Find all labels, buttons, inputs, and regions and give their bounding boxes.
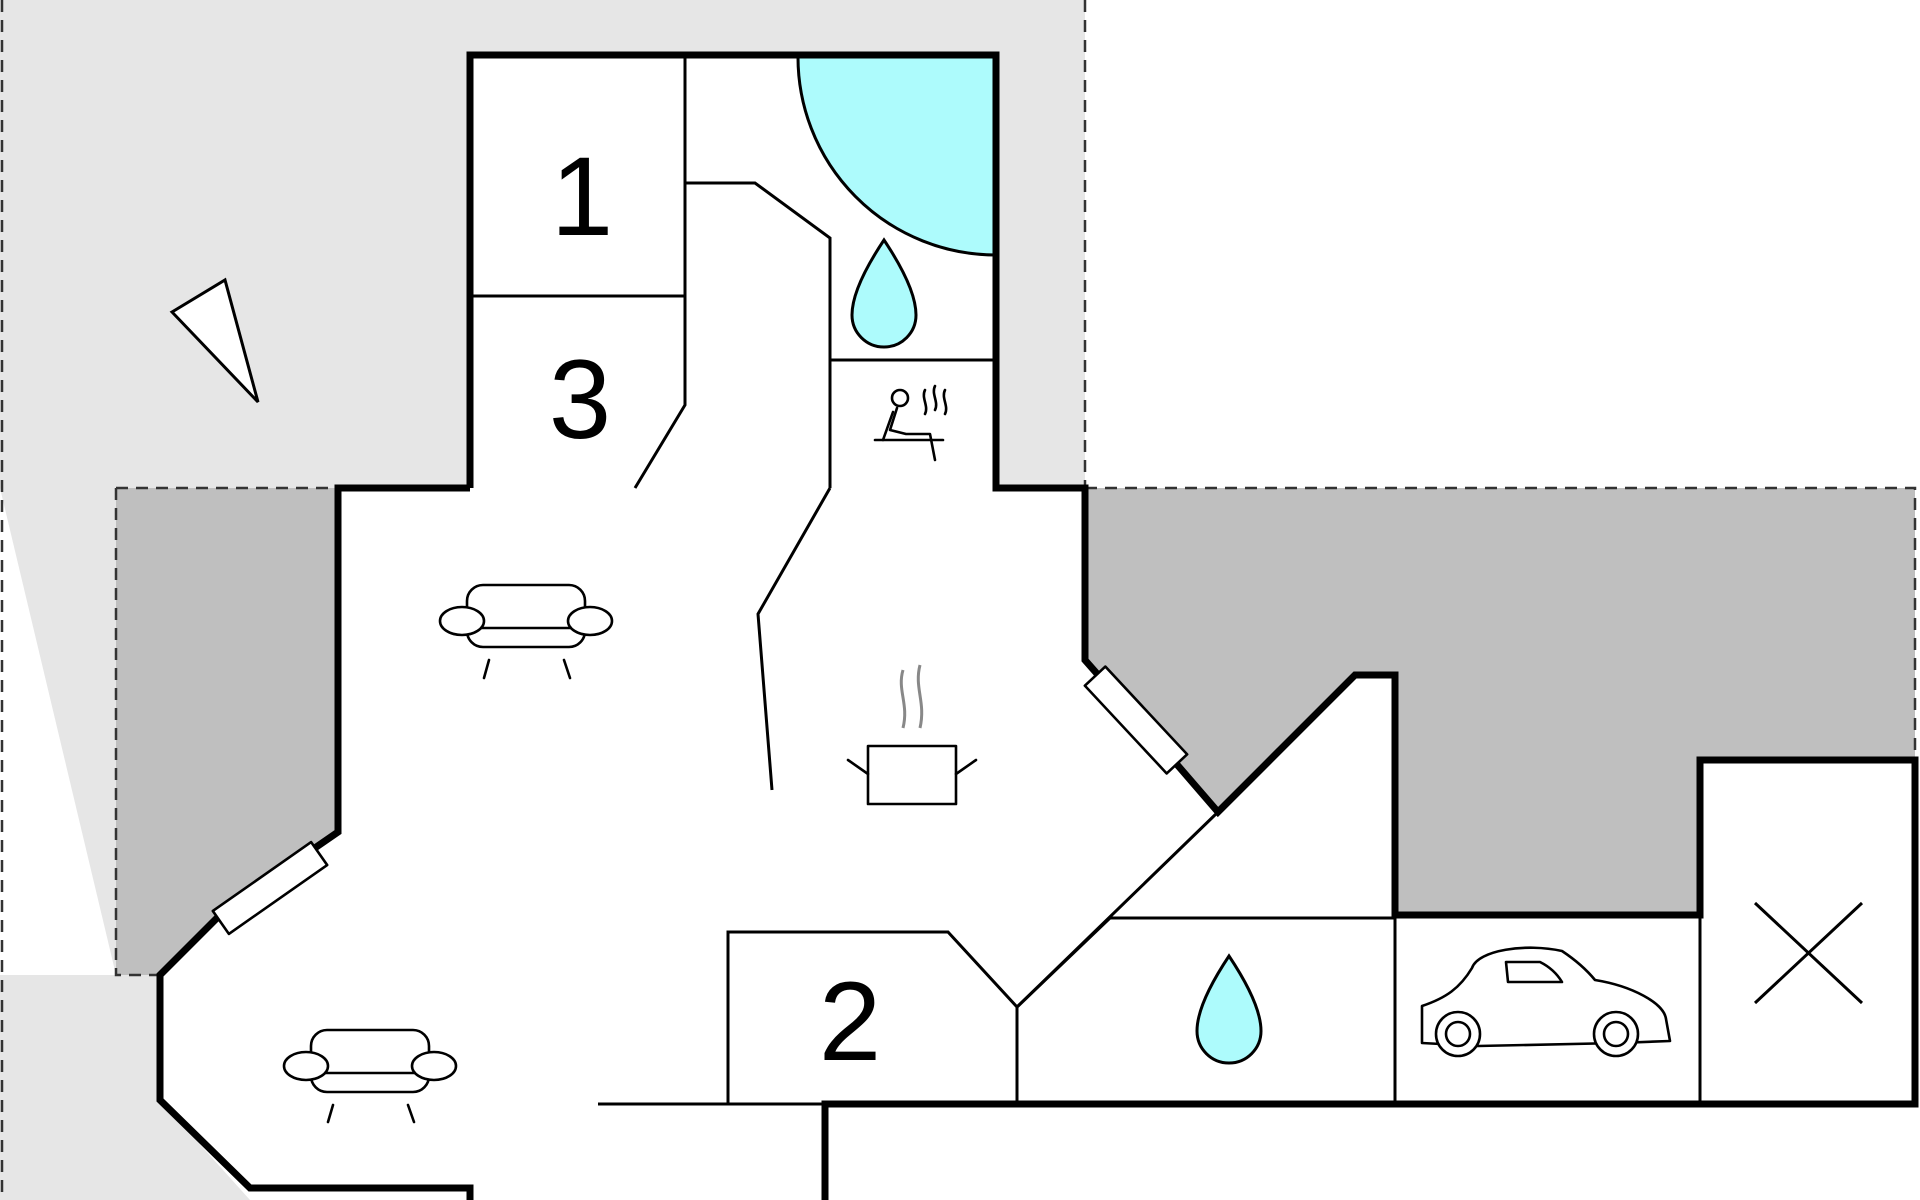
sauna-icon [873, 384, 948, 462]
outdoor-area-lower [0, 488, 250, 1200]
exterior-walls-west [156, 484, 474, 1200]
water-drop-icon [850, 237, 918, 349]
hot-tub-icon [796, 53, 998, 257]
exterior-walls [466, 51, 1919, 1200]
sofa-icon [282, 1028, 458, 1124]
x-mark-icon [1753, 901, 1864, 1005]
room-3-label: 3 [549, 337, 611, 462]
interior-walls [470, 55, 1702, 1106]
sofa-icon [438, 583, 614, 680]
window-icon [1083, 665, 1189, 775]
building-floor [160, 55, 1915, 1200]
water-drop-icon [1195, 953, 1263, 1065]
cooking-pot-icon [846, 664, 978, 806]
room-2-label: 2 [819, 959, 881, 1084]
window-icon [211, 840, 329, 936]
terrace-right [1085, 488, 1915, 915]
car-icon [1420, 946, 1672, 1058]
room-1-label: 1 [551, 134, 613, 259]
terrace-left [116, 488, 338, 975]
north-arrow-icon [169, 277, 260, 404]
